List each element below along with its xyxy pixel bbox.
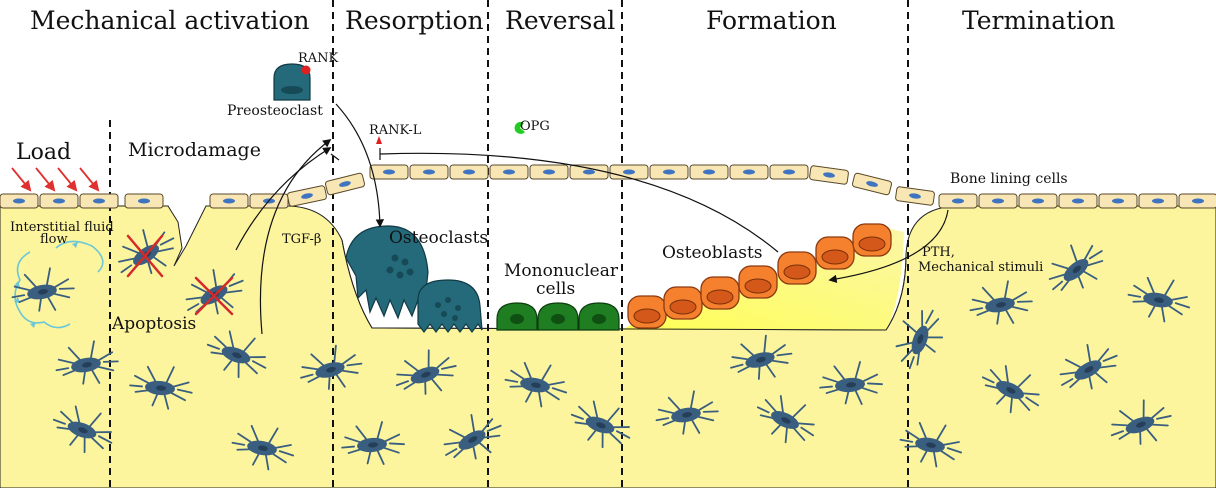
label-pth-line2: Mechanical stimuli bbox=[918, 261, 1043, 275]
phase-heading-formation: Formation bbox=[706, 8, 837, 34]
label-tgf-beta: TGF-β bbox=[282, 233, 321, 247]
label-apoptosis: Apoptosis bbox=[112, 316, 196, 334]
mononuclear-cells bbox=[497, 303, 619, 330]
phase-heading-reversal: Reversal bbox=[505, 8, 615, 34]
label-microdamage: Microdamage bbox=[128, 141, 261, 161]
label-load: Load bbox=[16, 141, 71, 164]
label-rank-l: RANK-L bbox=[369, 124, 421, 138]
label-bone-lining-cells: Bone lining cells bbox=[950, 172, 1068, 187]
label-rank: RANK bbox=[298, 52, 338, 66]
label-interstitial-fluid-line2: flow bbox=[40, 233, 68, 247]
inhibition-bars bbox=[331, 148, 380, 160]
label-preosteoclast: Preosteoclast bbox=[227, 104, 323, 119]
label-pth-line1: PTH, bbox=[922, 246, 955, 260]
load-arrows bbox=[12, 168, 98, 190]
label-opg: OPG bbox=[520, 120, 550, 134]
rank-receptor bbox=[302, 66, 311, 75]
label-mononuclear-line2: cells bbox=[536, 281, 575, 299]
label-osteoclasts: Osteoclasts bbox=[389, 230, 488, 248]
phase-heading-termination: Termination bbox=[962, 8, 1115, 34]
phase-heading-mechanical-activation: Mechanical activation bbox=[30, 8, 310, 34]
phase-heading-resorption: Resorption bbox=[345, 8, 484, 34]
label-osteoblasts: Osteoblasts bbox=[662, 245, 763, 263]
bone-matrix bbox=[0, 206, 1216, 488]
